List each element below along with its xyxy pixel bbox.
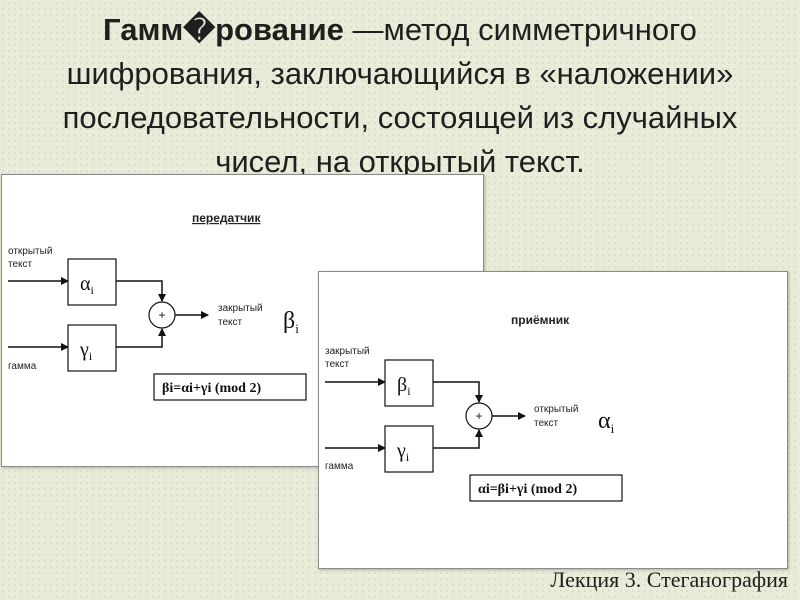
- transmitter-line-alpha-to-adder: [116, 280, 166, 302]
- receiver-title: приёмник: [511, 313, 570, 327]
- svg-text:γi: γi: [396, 440, 410, 464]
- svg-text:αi: αi: [598, 408, 615, 436]
- svg-text:γi: γi: [79, 339, 93, 363]
- receiver-output-label-1: открытый: [534, 404, 578, 415]
- transmitter-beta-sub: i: [295, 321, 299, 336]
- svg-text:βi: βi: [283, 308, 299, 336]
- transmitter-formula-box: [153, 373, 307, 401]
- receiver-line-beta-to-adder: [433, 381, 483, 403]
- transmitter-alpha-symbol: α: [80, 273, 91, 295]
- transmitter-title: передатчик: [192, 211, 261, 225]
- transmitter-gamma-sub: i: [89, 349, 93, 363]
- transmitter-beta-symbol: β: [283, 308, 295, 334]
- transmitter-alpha-sub: i: [90, 283, 94, 297]
- definition-term: Гамм�рование: [103, 12, 344, 47]
- receiver-formula: αi=βi+γi (mod 2): [478, 482, 577, 497]
- transmitter-gamma-label: гамма: [8, 361, 37, 372]
- transmitter-line-gamma-to-adder: [116, 328, 166, 348]
- definition-text: Гамм�рование —метод симметричного шифров…: [30, 8, 770, 184]
- receiver-beta-sub: i: [407, 384, 411, 398]
- transmitter-alpha-box: [67, 258, 117, 306]
- transmitter-formula: βi=αi+γi (mod 2): [162, 381, 261, 396]
- transmitter-gamma-box: [67, 324, 117, 372]
- receiver-alpha-symbol: α: [598, 408, 611, 434]
- receiver-adder-sign: +: [475, 409, 482, 423]
- transmitter-output-label-1: закрытый: [218, 303, 263, 314]
- definition-body: —метод симметричного шифрования, заключа…: [62, 12, 738, 179]
- receiver-line-gamma-to-adder: [433, 429, 483, 449]
- transmitter-input-label-2: текст: [8, 259, 33, 270]
- transmitter-adder-sign: +: [158, 308, 165, 322]
- receiver-beta-symbol: β: [397, 374, 407, 396]
- receiver-output-label-2: текст: [534, 418, 559, 429]
- receiver-formula-box: [469, 474, 623, 502]
- receiver-svg: приёмник закрытый текст βi гамма γi + от…: [325, 313, 623, 502]
- receiver-alpha-sub: i: [611, 421, 615, 436]
- transmitter-input-label-1: открытый: [8, 246, 52, 257]
- transmitter-gamma-symbol: γ: [79, 339, 89, 361]
- svg-text:βi: βi: [397, 374, 411, 398]
- receiver-input-label-1: закрытый: [325, 346, 370, 357]
- receiver-beta-box: [384, 359, 434, 407]
- receiver-gamma-sub: i: [406, 450, 410, 464]
- receiver-diagram: приёмник закрытый текст βi гамма γi + от…: [318, 271, 788, 569]
- receiver-gamma-box: [384, 425, 434, 473]
- footer-lecture-title: Лекция 3. Стеганография: [550, 567, 788, 592]
- receiver-gamma-symbol: γ: [396, 440, 406, 462]
- receiver-gamma-label: гамма: [325, 461, 354, 472]
- receiver-input-label-2: текст: [325, 359, 350, 370]
- transmitter-svg: передатчик открытый текст αi гамма γi + …: [8, 211, 307, 401]
- transmitter-output-label-2: текст: [218, 317, 243, 328]
- svg-text:αi: αi: [80, 273, 94, 297]
